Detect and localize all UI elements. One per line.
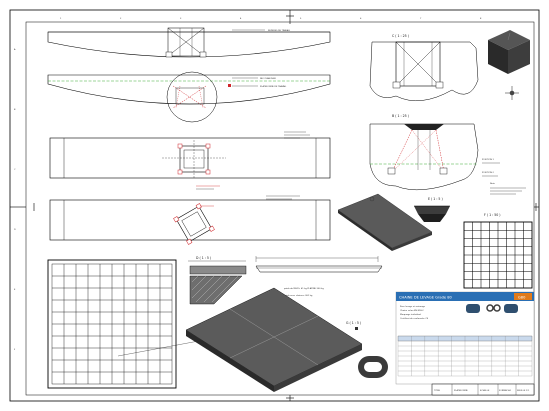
info-panel-badge: G80 (518, 296, 526, 300)
note-label: NIV. PLANCHER (260, 77, 276, 80)
title-block: TITRE PLATEFORME ECHELLE FORMAT A1 FEUIL… (431, 383, 535, 396)
note-label: PLATEFORME DE TRAVAIL (260, 85, 287, 88)
view-label: B ( 1 : 25 ) (392, 114, 409, 118)
view-label: F ( 1 : 50 ) (484, 213, 501, 217)
note-label: Note (490, 182, 496, 185)
crosshair-icon (505, 86, 519, 100)
hatch-lines (191, 275, 239, 303)
elevation-view-1: REPERES DE TRAVAIL (47, 27, 331, 58)
info-panel-title: CHAINE DE LEVAGE Grade 80 (399, 296, 452, 300)
elevation-view-2: NIV. PLANCHER PLATEFORME DE TRAVAIL (47, 71, 331, 123)
zone-column-label: 3 (180, 18, 182, 20)
note-label: POSITION 1 (482, 159, 495, 161)
title-cell: FORMAT A1 (499, 389, 512, 392)
zone-column-label: 1 (60, 18, 62, 20)
weight-note: poids avec chaines: 361 kg (284, 295, 313, 297)
title-cell: TITRE (434, 390, 441, 392)
zone-row-label: C (14, 169, 16, 171)
plan-view-1 (49, 131, 331, 190)
zone-column-markers: 1 2 3 4 5 6 7 8 (60, 18, 482, 20)
zone-row-label: D (14, 229, 16, 231)
zone-row-label: B (14, 109, 16, 111)
zone-column-label: 2 (120, 18, 122, 20)
section-view-d: D ( 1 : 5 ) (188, 256, 247, 305)
chain-shackle-icon (466, 304, 518, 313)
zone-column-label: 4 (240, 18, 242, 20)
info-bullet: Pour levage et arrimage (400, 305, 426, 308)
section-view-g: G ( 1 : 5 ) (346, 321, 388, 378)
zone-column-label: 7 (420, 18, 422, 20)
view-label: D ( 1 : 5 ) (196, 256, 211, 260)
info-panel: CHAINE DE LEVAGE Grade 80 G80 Pour levag… (395, 291, 535, 385)
plate-profile-side: poids du MH15: 61 kg PLATINE 300 kg poid… (255, 256, 383, 297)
weight-note: poids du MH15: 61 kg PLATINE 300 kg (284, 287, 324, 290)
sheet-border (9, 9, 540, 402)
title-cell: FEUILLE 1/1 (517, 390, 530, 392)
info-bullet: Certificat de conformite CE (400, 317, 429, 320)
section-view-c: C ( 1 : 25 ) (369, 34, 479, 102)
info-bullet: Marquage individuel (400, 313, 422, 316)
note-label: REPERES DE TRAVAIL (268, 29, 291, 32)
centering-marks (10, 10, 539, 401)
zone-row-markers: A B C D E F (14, 48, 16, 351)
section-view-b: B ( 1 : 25 ) POSITION 1 POSITION 2 Note (369, 114, 526, 195)
info-bullet: Chaine selon EN 818-2 (400, 310, 424, 312)
zone-column-label: 8 (480, 18, 482, 20)
title-cell: ECHELLE (480, 390, 490, 392)
plate-isometric-large (185, 287, 363, 392)
view-label: C ( 1 : 25 ) (392, 34, 409, 38)
zone-row-label: F (14, 349, 16, 351)
note-label: POSITION 2 (482, 172, 495, 174)
drawing-frame (25, 21, 535, 396)
title-cell: PLATEFORME (454, 389, 468, 392)
grid-plan-large (47, 259, 205, 389)
isometric-cube (488, 30, 530, 100)
zone-column-label: 6 (360, 18, 362, 20)
zone-row-label: A (14, 48, 16, 51)
view-label: G ( 1 : 5 ) (346, 321, 361, 325)
section-view-f: F ( 1 : 50 ) (463, 213, 533, 289)
view-label: E ( 1 : 5 ) (428, 197, 443, 201)
zone-row-label: E (14, 289, 16, 291)
plan-view-2 (49, 195, 331, 245)
zone-column-label: 5 (300, 18, 302, 20)
section-view-e: E ( 1 : 5 ) (414, 197, 450, 222)
plate-isometric-small (337, 193, 433, 251)
